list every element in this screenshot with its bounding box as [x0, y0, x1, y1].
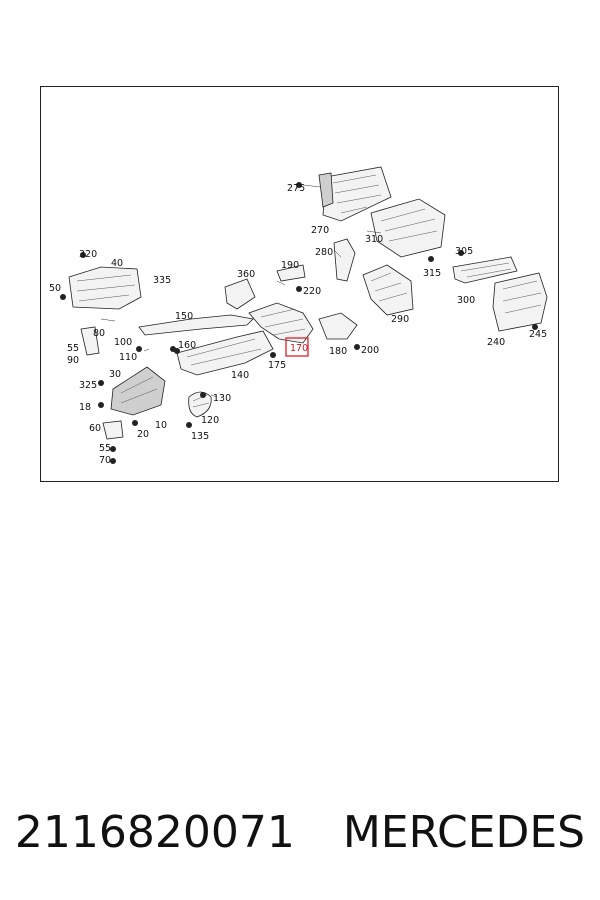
parts-diagram-frame: 275 270 310 305 280 315 320 40 335 360 1… [40, 86, 559, 482]
callout-30: 30 [109, 369, 121, 380]
callout-310: 310 [365, 234, 383, 245]
callout-55-lower: 55 [99, 443, 111, 454]
callout-290: 290 [391, 314, 409, 325]
callout-190: 190 [281, 260, 299, 271]
callout-300: 300 [457, 295, 475, 306]
callout-315: 315 [423, 268, 441, 279]
callout-80: 80 [93, 328, 105, 339]
callout-280: 280 [315, 247, 333, 258]
callout-50: 50 [49, 283, 61, 294]
callout-305: 305 [455, 246, 473, 257]
callout-130: 130 [213, 393, 231, 404]
part-60-shape [102, 420, 124, 440]
callout-140: 140 [231, 370, 249, 381]
part-280-shape [333, 238, 356, 282]
part-number: 2116820071 [14, 806, 295, 858]
callout-120: 120 [201, 415, 219, 426]
part-290-shape [362, 264, 414, 316]
leader-lines [100, 184, 382, 398]
part-10-shape [110, 366, 166, 416]
callout-320: 320 [79, 249, 97, 260]
callout-170-highlight-box [285, 337, 309, 357]
callout-180: 180 [329, 346, 347, 357]
callout-325: 325 [79, 380, 97, 391]
part-190-shape [276, 264, 306, 282]
part-180-shape [318, 312, 358, 340]
callout-10: 10 [155, 420, 167, 431]
part-360-shape [224, 278, 256, 310]
fasteners [60, 182, 538, 464]
callout-40: 40 [111, 258, 123, 269]
callout-135: 135 [191, 431, 209, 442]
callout-150: 150 [175, 311, 193, 322]
callout-275: 275 [287, 183, 305, 194]
part-40-shape [68, 266, 142, 310]
part-300-shape [452, 256, 518, 284]
callout-90: 90 [67, 355, 79, 366]
callout-160: 160 [178, 340, 196, 351]
callout-360: 360 [237, 269, 255, 280]
callout-170: 170 [290, 343, 308, 354]
callout-60: 60 [89, 423, 101, 434]
part-80-shape [80, 326, 100, 356]
brand-name: MERCEDES [342, 806, 586, 858]
callout-110: 110 [119, 352, 137, 363]
callout-55-upper: 55 [67, 343, 79, 354]
exploded-parts-diagram: 275 270 310 305 280 315 320 40 335 360 1… [49, 166, 548, 466]
part-170-shape [248, 302, 314, 344]
part-120-shape [188, 391, 212, 418]
caption: 2116820071 MERCEDES [0, 800, 600, 864]
part-310-shape [370, 198, 446, 258]
callout-100: 100 [114, 337, 132, 348]
callout-175: 175 [268, 360, 286, 371]
part-240-shape [492, 272, 548, 332]
callout-270: 270 [311, 225, 329, 236]
callout-70: 70 [99, 455, 111, 466]
callout-20: 20 [137, 429, 149, 440]
callout-220: 220 [303, 286, 321, 297]
callout-240: 240 [487, 337, 505, 348]
callout-200: 200 [361, 345, 379, 356]
part-270-shape [318, 166, 392, 222]
part-150-shape [138, 314, 254, 336]
callout-18: 18 [79, 402, 91, 413]
callout-335: 335 [153, 275, 171, 286]
callout-245: 245 [529, 329, 547, 340]
part-140-shape [176, 330, 274, 376]
